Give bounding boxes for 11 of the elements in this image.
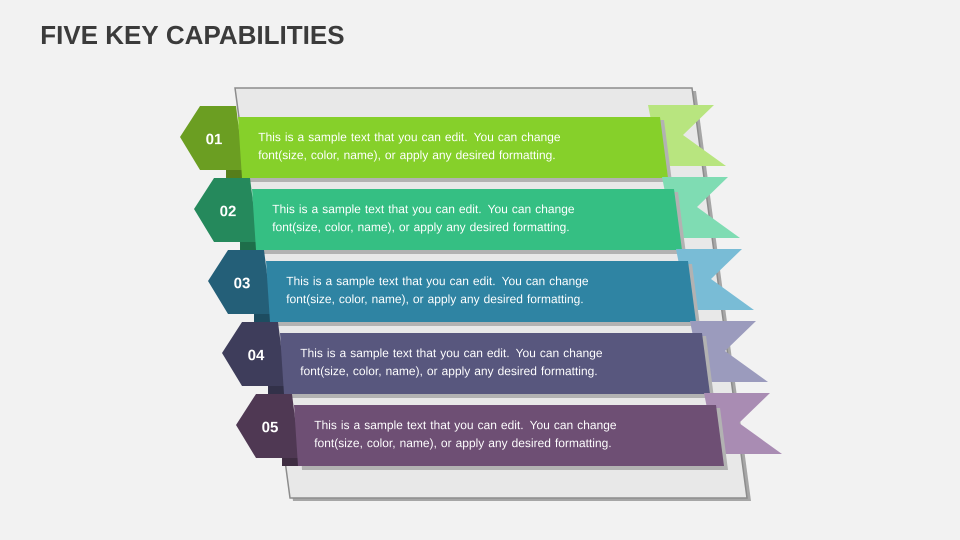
- item-number: 03: [234, 278, 250, 288]
- item-number: 02: [220, 206, 236, 216]
- arrow-tab: [180, 106, 244, 178]
- title: FIVE KEY CAPABILITIES: [42, 26, 344, 44]
- arrow-tab: [236, 394, 300, 466]
- arrow-tab: [194, 178, 258, 250]
- arrow-tab: [222, 322, 286, 394]
- item-number: 04: [248, 350, 264, 360]
- arrow-tab: [208, 250, 272, 322]
- item-number: 01: [206, 134, 222, 144]
- item-number: 05: [262, 422, 278, 432]
